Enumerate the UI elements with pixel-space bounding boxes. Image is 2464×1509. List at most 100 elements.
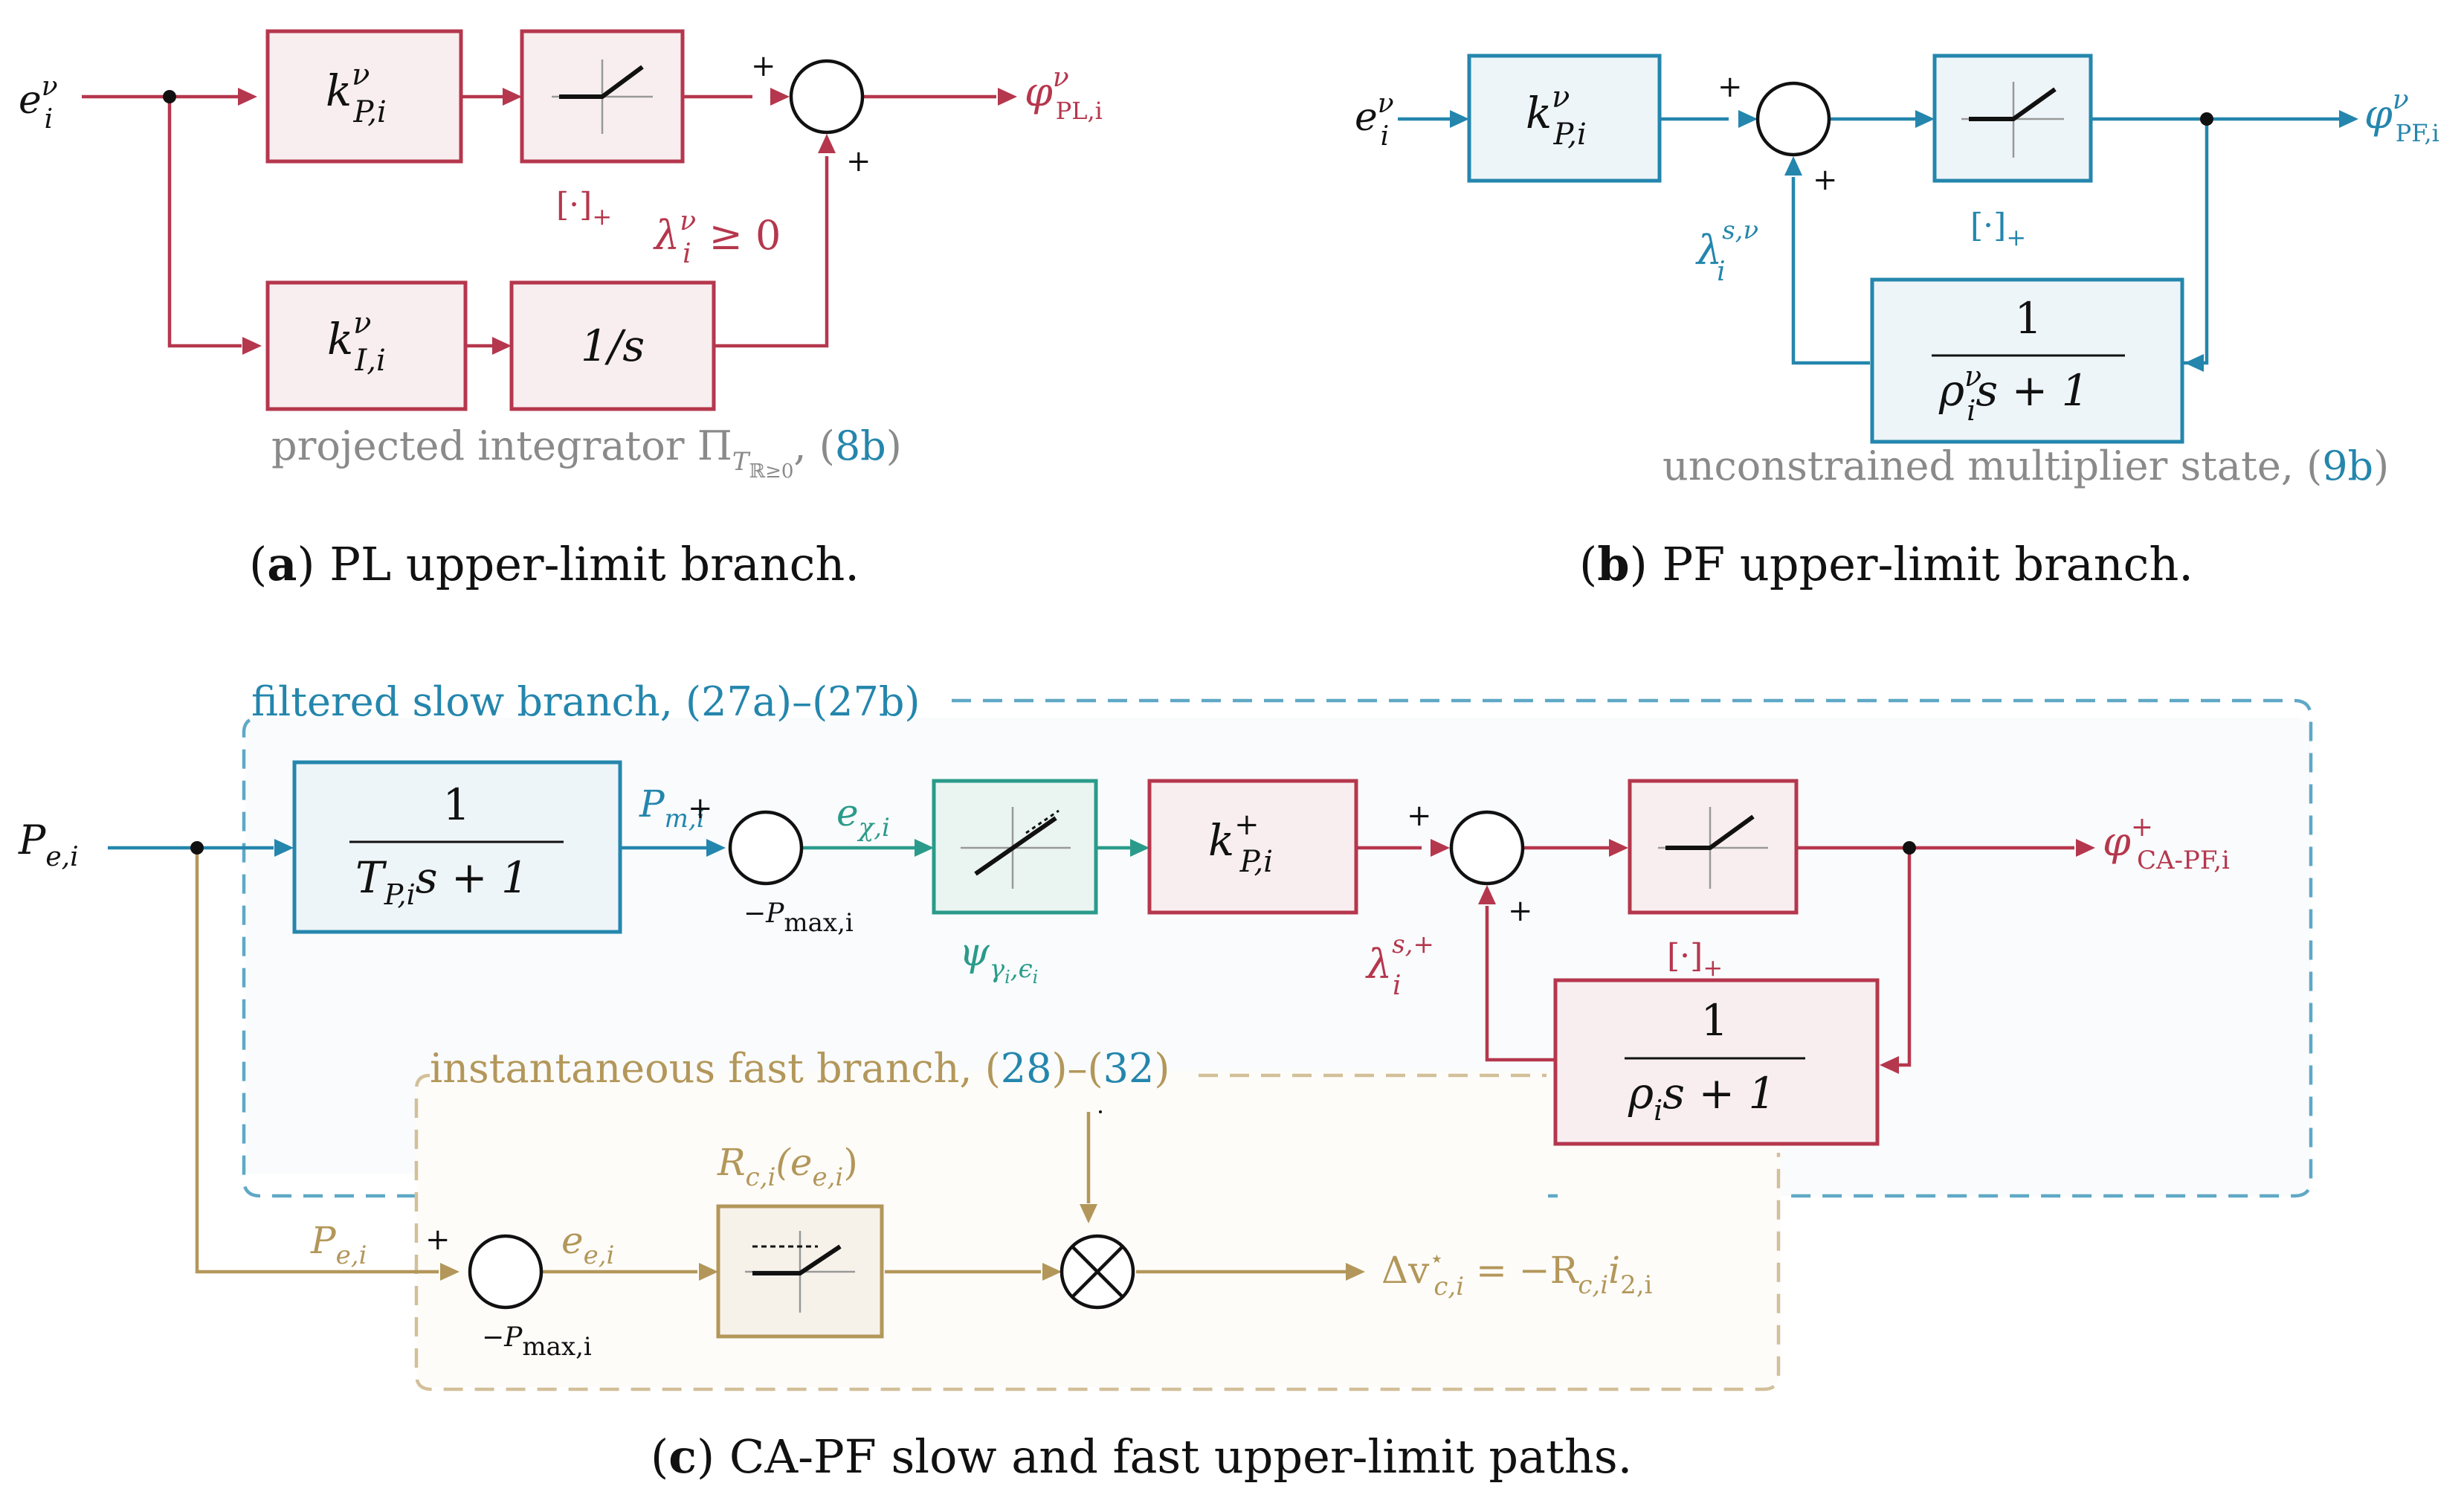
arrowhead [440, 1263, 459, 1281]
arrowhead [2339, 110, 2358, 128]
wire-feedback-to-filter [2182, 119, 2209, 365]
echi-label: eχ,i [836, 791, 890, 843]
junction-dot [1099, 1110, 1102, 1113]
ee-label: ee,i [561, 1219, 614, 1270]
arrowhead [1915, 110, 1935, 128]
arrowhead [706, 839, 726, 857]
integrator-label: 1/s [581, 321, 645, 371]
wire-input-to-fast-sum [195, 848, 439, 1274]
multiplier-filter-block [1553, 978, 1880, 1146]
slow-region-border [242, 715, 416, 1198]
arrowhead [998, 88, 1017, 106]
arrowhead [699, 1263, 718, 1281]
kp-plus-label: k+P,i [1208, 808, 1273, 879]
arrowhead [1738, 110, 1758, 128]
kp-plus-block [1147, 779, 1358, 915]
wire-filter-to-sum [1485, 906, 1554, 1062]
ki-block [265, 280, 468, 411]
saturation-icon [1961, 82, 2064, 158]
wire-branch-to-ki [167, 97, 242, 348]
junction-dot [163, 90, 176, 103]
caption-b: (b) PF upper-limit branch. [1579, 537, 2193, 591]
arrowhead [1130, 839, 1149, 857]
plus-sign: + [1508, 894, 1533, 928]
wire-feedback-to-filter [1896, 848, 1912, 1067]
junction-dot [2200, 112, 2213, 126]
arrowhead [1478, 885, 1496, 904]
caption-c: (c) CA-PF slow and fast upper-limit path… [651, 1429, 1632, 1484]
arrowhead [274, 839, 294, 857]
arrowhead [2076, 839, 2095, 857]
plus-sign: + [846, 144, 871, 178]
plus-sign: + [751, 49, 776, 83]
arrowhead [2184, 354, 2204, 372]
summing-junction [789, 59, 865, 135]
lowpass-filter-block [292, 760, 622, 934]
junction-dot [1903, 841, 1916, 855]
rc-function-label: Rc,i(ee,i) [717, 1141, 858, 1192]
projected-integrator-note: projected integrator ΠTℝ≥0, (8b) [271, 422, 902, 483]
slow-region-border [1781, 698, 2313, 1198]
output-phi-capf: φ+CA-PF,i [2103, 812, 2230, 875]
arrowhead [770, 88, 790, 106]
arrowhead [915, 839, 934, 857]
arrowhead [1431, 839, 1450, 857]
fast-branch-label: instantaneous fast branch, (28)–(32) [430, 1045, 1170, 1092]
arrowhead [1609, 839, 1628, 857]
pmax-minus-label: −Pmax,i [482, 1322, 592, 1362]
arrowhead [818, 134, 836, 153]
summing-junction-fast [468, 1234, 544, 1310]
arrowhead [1784, 156, 1802, 176]
junction-dot [190, 841, 204, 855]
arrowhead [1880, 1056, 1899, 1074]
lowpass-denominator: TP,is + 1 [355, 852, 529, 911]
arrowhead [242, 337, 262, 355]
integrator-block [509, 280, 716, 411]
filter-denominator: ρis + 1 [1628, 1068, 1776, 1127]
saturation-dashed-icon [745, 1231, 855, 1313]
projection-operator-label: [·]+ [556, 186, 612, 231]
slow-branch-label: filtered slow branch, (27a)–(27b) [251, 678, 920, 725]
kp-block [1467, 54, 1662, 183]
multiplier-state-note: unconstrained multiplier state, (9b) [1662, 443, 2389, 489]
saturation-icon [552, 59, 653, 134]
saturation-icon [1658, 807, 1768, 889]
plus-sign: + [1407, 799, 1432, 833]
panel-c-capf-paths: filtered slow branch, (27a)–(27b) Pe,i 1… [18, 678, 2313, 1484]
arrowhead [1042, 1263, 1062, 1281]
arrowhead [1346, 1263, 1365, 1281]
pe-label: Pe,i [310, 1219, 367, 1270]
projection-operator-label: [·]+ [1667, 937, 1723, 982]
plus-sign: + [688, 791, 713, 826]
caption-a: (a) PL upper-limit branch. [249, 537, 860, 591]
wire-filter-to-sum [1791, 177, 1870, 365]
projection-operator-label: [·]+ [1970, 207, 2026, 251]
psi-label: ψγi,ϵi [959, 930, 1038, 988]
output-dv-label: Δv⋆c,i = −Rc,ii2,i [1381, 1244, 1653, 1302]
arrowhead [492, 337, 512, 355]
arrowhead [1450, 110, 1469, 128]
summing-junction-multiplier [1449, 810, 1525, 886]
lambda-s-plus-label: λs,+i [1365, 930, 1434, 1001]
arrowhead [238, 88, 257, 106]
plus-sign: + [1718, 70, 1743, 104]
summing-junction-slow [728, 810, 804, 886]
fast-region-border [414, 1073, 1781, 1391]
wire-integrator-to-sum [714, 156, 829, 348]
multiplier-filter-block [1870, 277, 2184, 444]
pm-label: Pm,i [639, 782, 705, 834]
kp-block [265, 29, 463, 164]
summing-junction [1755, 81, 1831, 157]
pmax-minus-label: −Pmax,i [744, 898, 854, 938]
arrowhead [503, 88, 522, 106]
